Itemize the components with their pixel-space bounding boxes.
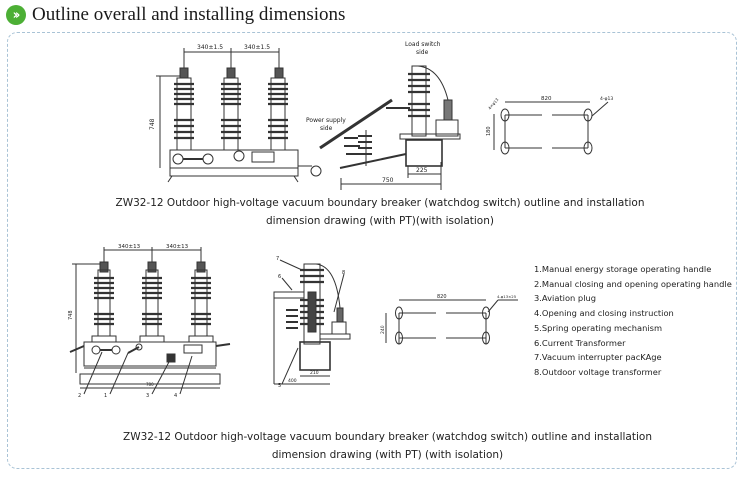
d2-callout-3: 3 <box>146 393 149 399</box>
drawing1-caption: ZW32-12 Outdoor high-voltage vacuum boun… <box>100 194 660 230</box>
d1-hole-right: 4-φ13 <box>600 96 613 102</box>
d1-mount-length: 820 <box>541 96 552 102</box>
d1-power-label-line2: side <box>320 125 333 132</box>
legend-item: 2.Manual closing and opening operating h… <box>534 278 732 289</box>
drawing2-caption-line2: dimension drawing (with PT) (with isolat… <box>271 449 504 461</box>
section-header: ›› Outline overall and installing dimens… <box>6 3 345 27</box>
d2-callout-8: 8 <box>342 270 345 276</box>
d2-width-outer: 400 <box>288 378 297 384</box>
d2-height: 748 <box>68 310 74 320</box>
d1-load-label-line1: Load switch <box>405 41 441 48</box>
d1-height: 748 <box>149 118 156 130</box>
drawing1-caption-line1: ZW32-12 Outdoor high-voltage vacuum boun… <box>115 197 645 209</box>
drawing2-mounting-plan: 820 4-φ13×25 240 <box>380 294 518 345</box>
d2-base: 780 <box>146 382 154 387</box>
legend-item: 4.Opening and closing instruction <box>534 308 674 319</box>
d1-width-base: 225 <box>416 167 428 174</box>
drawing1-mounting-plan: 820 4-φ13 4×φ13 180 <box>486 96 613 155</box>
d1-power-label-line1: Power supply <box>306 117 346 124</box>
drawing1-front-view: 340±1.5 340±1.5 748 <box>149 44 322 183</box>
d2-width-inner: 210 <box>310 370 319 376</box>
d2-callout-4: 4 <box>174 393 177 399</box>
d2-callout-6: 6 <box>278 274 281 280</box>
section-title: Outline overall and installing dimension… <box>32 4 346 25</box>
legend-item: 6.Current Transformer <box>534 337 626 348</box>
legend-item: 3.Aviation plug <box>534 293 597 304</box>
d1-load-label-line2: side <box>416 49 429 56</box>
d2-mount-width: 240 <box>380 325 386 334</box>
drawing2-caption-line1: ZW32-12 Outdoor high-voltage vacuum boun… <box>123 431 652 443</box>
legend-item: 8.Outdoor voltage transformer <box>534 366 662 377</box>
legend-item: 1.Manual energy storage operating handle <box>534 264 712 274</box>
d2-hole: 4-φ13×25 <box>497 294 517 299</box>
drawing2-caption: ZW32-12 Outdoor high-voltage vacuum boun… <box>100 428 675 464</box>
parts-legend: 1.Manual energy storage operating handle… <box>534 262 732 380</box>
legend-item: 5.Spring operating mechanism <box>534 322 663 333</box>
drawing2-front-view: 340±13 340±13 748 780 2 1 3 4 <box>68 244 231 399</box>
d2-callout-5: 5 <box>278 383 281 389</box>
d2-spacing-left: 340±13 <box>118 244 141 250</box>
drawing1-caption-line2: dimension drawing (with PT)(with isolati… <box>266 215 494 227</box>
d2-callout-1: 1 <box>104 393 107 399</box>
d1-mount-width: 180 <box>486 126 492 136</box>
d2-callout-7: 7 <box>276 256 279 262</box>
double-chevron-right-icon: ›› <box>6 5 26 25</box>
d1-hole-left: 4×φ13 <box>487 97 500 111</box>
d2-mount-length: 820 <box>437 294 447 300</box>
d1-width-total: 750 <box>382 177 394 184</box>
d1-spacing-right: 340±1.5 <box>244 44 270 51</box>
drawing-frame <box>7 32 737 469</box>
drawing2-side-view: 7 6 8 5 210 400 <box>273 256 351 389</box>
d2-callout-2: 2 <box>78 393 81 399</box>
legend-item: 7.Vacuum interrupter pacKAge <box>534 352 662 363</box>
drawing1-side-view: Load switch side Power supply side 225 7… <box>306 41 461 190</box>
d1-spacing-left: 340±1.5 <box>197 44 223 51</box>
d2-spacing-right: 340±13 <box>166 244 189 250</box>
